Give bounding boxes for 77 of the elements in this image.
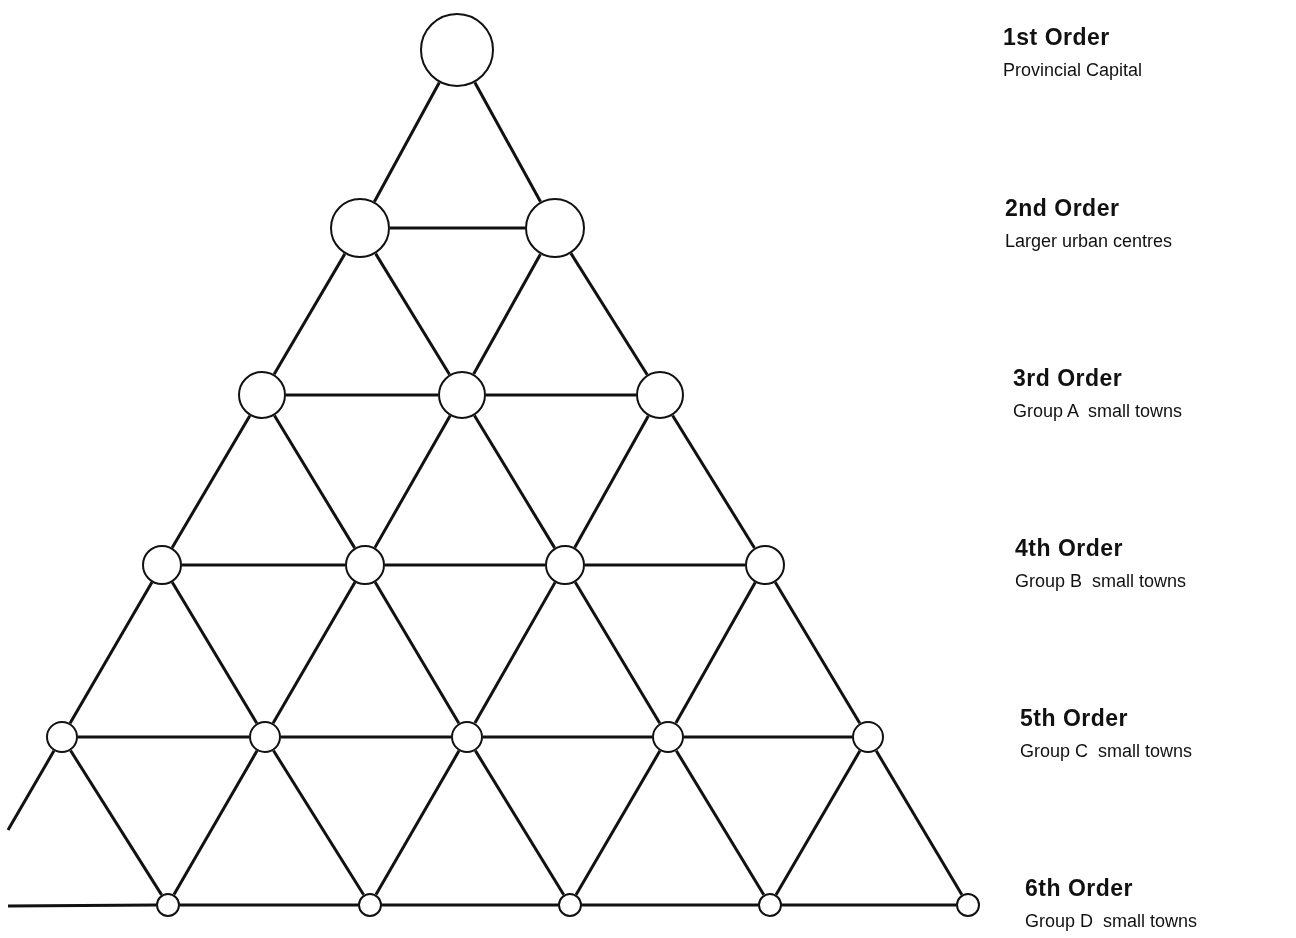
connector-line (373, 81, 441, 203)
order-heading: 5th Order (1020, 705, 1129, 732)
town-circle (956, 893, 980, 917)
order-description: Group B small towns (1015, 571, 1187, 592)
connector-line (585, 563, 745, 567)
connector-line (874, 750, 964, 896)
town-circle (142, 545, 182, 585)
order-description: Group A small towns (1013, 401, 1183, 422)
connector-line (172, 750, 259, 896)
order-description: Group D small towns (1025, 911, 1198, 932)
connector-line (271, 581, 357, 724)
connector-line (171, 581, 259, 725)
connector-line (182, 563, 345, 567)
connector-line (6, 750, 56, 831)
connector-line (390, 226, 525, 230)
connector-line (286, 393, 438, 397)
connector-line (69, 749, 163, 896)
town-circle (249, 721, 281, 753)
town-circle (358, 893, 382, 917)
connector-line (574, 750, 662, 896)
connector-line (573, 415, 650, 549)
town-circle (652, 721, 684, 753)
connector-line (782, 903, 956, 907)
connector-line (8, 903, 156, 908)
connector-line (180, 903, 358, 907)
connector-line (473, 581, 557, 724)
connector-line (671, 414, 756, 549)
connector-line (272, 749, 365, 896)
town-circle (46, 721, 78, 753)
connector-line (569, 252, 649, 376)
order-heading: 4th Order (1015, 535, 1124, 562)
order-heading: 2nd Order (1005, 195, 1120, 222)
town-circle (636, 371, 684, 419)
town-circle (238, 371, 286, 419)
town-circle (156, 893, 180, 917)
order-heading: 1st Order (1003, 24, 1110, 51)
connector-line (472, 253, 542, 375)
town-circle (330, 198, 390, 258)
connector-line (374, 750, 461, 896)
town-circle (525, 198, 585, 258)
connector-line (473, 81, 542, 203)
connector-line (68, 581, 154, 724)
connector-line (273, 414, 356, 549)
connector-line (373, 581, 461, 724)
connector-line (483, 735, 652, 739)
connector-line (774, 581, 862, 725)
town-circle (758, 893, 782, 917)
order-description: Group C small towns (1020, 741, 1193, 762)
connector-line (574, 581, 662, 725)
connector-line (385, 563, 545, 567)
town-circle (852, 721, 884, 753)
connector-line (473, 414, 556, 549)
connector-line (170, 414, 252, 549)
town-circle (420, 13, 494, 87)
connector-line (674, 581, 757, 724)
town-circle (345, 545, 385, 585)
connector-line (272, 253, 347, 376)
town-circle (451, 721, 483, 753)
town-circle (558, 893, 582, 917)
connector-line (373, 415, 452, 549)
order-description: Provincial Capital (1003, 60, 1143, 81)
connector-line (382, 903, 558, 907)
town-circle (545, 545, 585, 585)
connector-line (78, 735, 249, 739)
connector-line (486, 393, 636, 397)
connector-line (474, 749, 565, 896)
connector-line (774, 750, 862, 896)
order-heading: 6th Order (1025, 875, 1134, 902)
connector-line (684, 735, 852, 739)
connector-line (281, 735, 451, 739)
connector-line (675, 749, 766, 896)
order-description: Larger urban centres (1005, 231, 1173, 252)
town-circle (438, 371, 486, 419)
connector-line (582, 903, 758, 907)
town-circle (745, 545, 785, 585)
connector-line (374, 252, 451, 376)
order-heading: 3rd Order (1013, 365, 1123, 392)
